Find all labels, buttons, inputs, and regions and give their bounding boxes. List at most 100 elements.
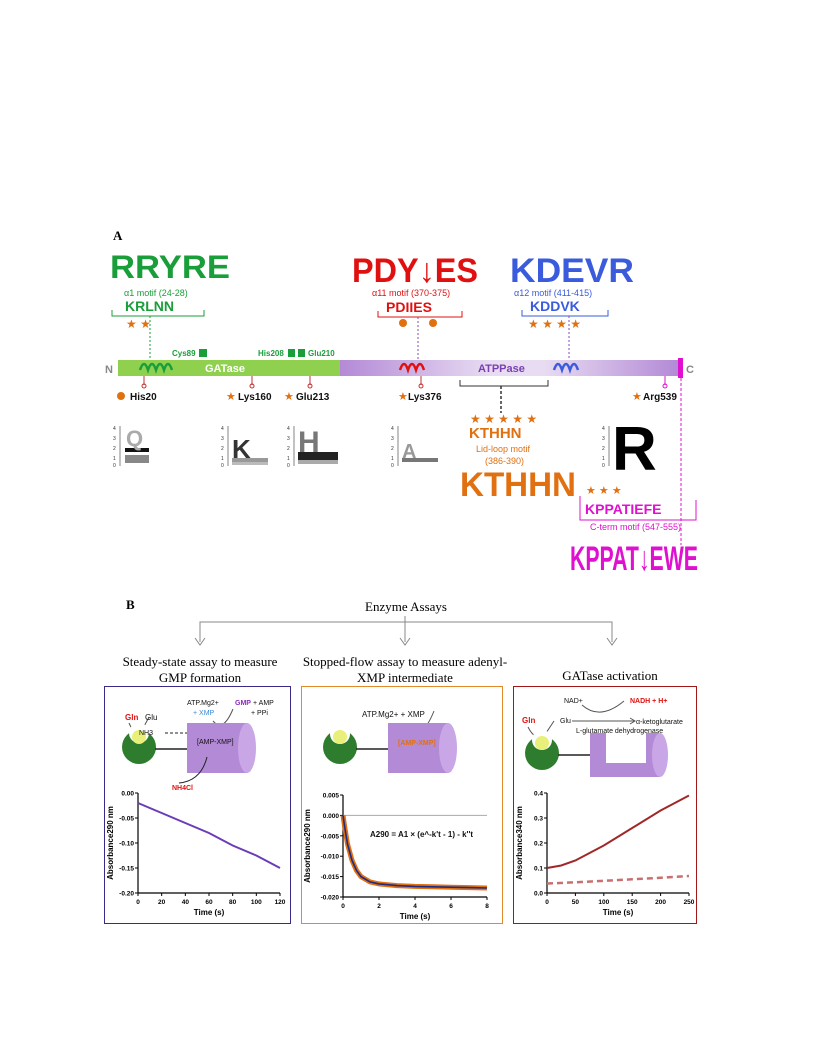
svg-text:0: 0 [602,463,605,469]
motif-bracket-3 [521,310,609,317]
y-tick-label: 0.3 [534,816,543,823]
x-axis-label: Time (s) [603,908,634,917]
svg-text:3: 3 [602,436,605,442]
y-axis-label: Absorbance290 nm [303,809,312,883]
cterm-logo: KPPAT↓EWE [570,540,698,578]
svg-text:0: 0 [113,463,116,469]
c-terminus-label: C [686,364,694,376]
atp-label: ATP.Mg2+ [187,700,219,707]
atppase-bracket [459,380,549,387]
cterm-bracket [579,496,697,521]
his208-square [288,349,295,357]
atppase-label: ATPPase [478,363,525,375]
y-tick-label: -0.010 [321,854,340,861]
y-tick-label: 0.000 [323,813,340,820]
helix-green-icon [138,362,174,374]
glu210-square [298,349,305,357]
steady-state-schematic: Gln Glu ATP.Mg2+ + XMP GMP + AMP + PPi N… [122,700,274,792]
svg-text:4: 4 [391,426,394,432]
cys89-square [199,349,207,357]
motif-logo-1: RRYRE [110,249,230,285]
series-line-0 [340,815,488,891]
product-label: α-ketoglutarate [636,719,683,726]
helix-blue-icon [552,362,580,374]
column-title-3: GATase activation [562,668,658,683]
x-tick-label: 120 [275,899,286,906]
arg539-label: Arg539 [643,392,677,403]
column-title-1: Steady-state assay to measure GMP format… [122,654,278,685]
arg539-pin-icon [662,383,668,389]
lys376-label: Lys376 [408,392,442,403]
atp-xmp-label: ATP.Mg2+ + XMP [362,710,425,719]
x-tick-label: 100 [251,899,262,906]
motif-logo-3: KDEVR [510,252,634,290]
series-line-0 [546,794,690,869]
gln-label: Gln [125,713,138,722]
motif-seq-1: KRLNN [125,298,174,314]
glu213-label: Glu213 [296,392,330,403]
y-tick-label: -0.20 [119,891,134,898]
x-tick-label: 40 [182,899,190,906]
cterm-seq: KPPATIEFE [585,501,662,517]
complex-label-2: [AMP-XMP] [398,740,436,747]
steady-state-assay-panel: Gln Glu ATP.Mg2+ + XMP GMP + AMP + PPi N… [104,686,291,924]
x-axis-label: Time (s) [194,908,225,917]
x-tick-label: 4 [413,903,417,910]
x-tick-label: 20 [158,899,166,906]
y-tick-label: -0.005 [321,833,340,840]
svg-text:1: 1 [113,456,116,462]
y-tick-label: 0.2 [534,841,543,848]
motif-bracket-1 [111,310,205,317]
series-line-1 [342,815,488,889]
y-tick-label: -0.020 [321,895,340,902]
rate-equation: A290 = A1 × (e^-k't - 1) - k''t [370,830,473,839]
motif-circle-2b [429,319,437,327]
his20-pin-icon [141,383,147,389]
atppase-domain-icon-2 [388,723,448,773]
logo-arg539: R [612,415,657,484]
x-tick-label: 2 [377,903,381,910]
motif-circle-2a [399,319,407,327]
svg-text:K: K [232,434,251,464]
cterm-marker [678,358,683,378]
nh4cl-label: NH4Cl [172,785,193,792]
amp-label: + AMP [253,700,274,707]
svg-text:2: 2 [391,446,394,452]
svg-text:H: H [298,426,320,459]
lys376-pin-icon [418,383,424,389]
logo-glu213: H [298,426,338,464]
gatase-domain-bar [118,360,340,376]
arg539-star: ★ [632,391,642,403]
gatase-activation-panel: NAD+ NADH + H+ Gln Glu α-ketoglutarate L… [513,686,697,924]
panel-a-figure: N C GATase ATPPase Cys89 His208 Glu210 R… [105,249,698,578]
x-tick-label: 150 [627,899,638,906]
nh3-label: NH3 [139,730,153,737]
svg-text:3: 3 [113,436,116,442]
y-tick-label: 0.1 [534,866,543,873]
gmp-label: GMP [235,700,251,707]
series-line-1 [546,874,690,885]
glu-label: Glu [145,713,157,722]
lys160-pin-icon [249,383,255,389]
nh4cl-arrow-icon [178,756,208,784]
motif-title-3: α12 motif (411-415) [514,288,592,298]
assay-branch-arrows [194,616,618,646]
glu213-star: ★ [284,391,294,403]
motif-seq-2: PDIIES [386,299,432,315]
x-tick-label: 80 [229,899,237,906]
motif-logo-2: PDY↓ES [352,252,478,290]
x-axis-label: Time (s) [400,912,431,921]
his20-circle [117,392,125,400]
gatase-label: GATase [205,363,245,375]
gln-label-3: Gln [522,716,535,725]
svg-text:3: 3 [287,436,290,442]
lys160-star: ★ [226,391,236,403]
gatase-domain-icon [122,730,156,764]
nadh-label: NADH + H+ [630,698,667,705]
svg-text:4: 4 [602,426,605,432]
complex-label: [AMP-XMP] [197,739,234,746]
